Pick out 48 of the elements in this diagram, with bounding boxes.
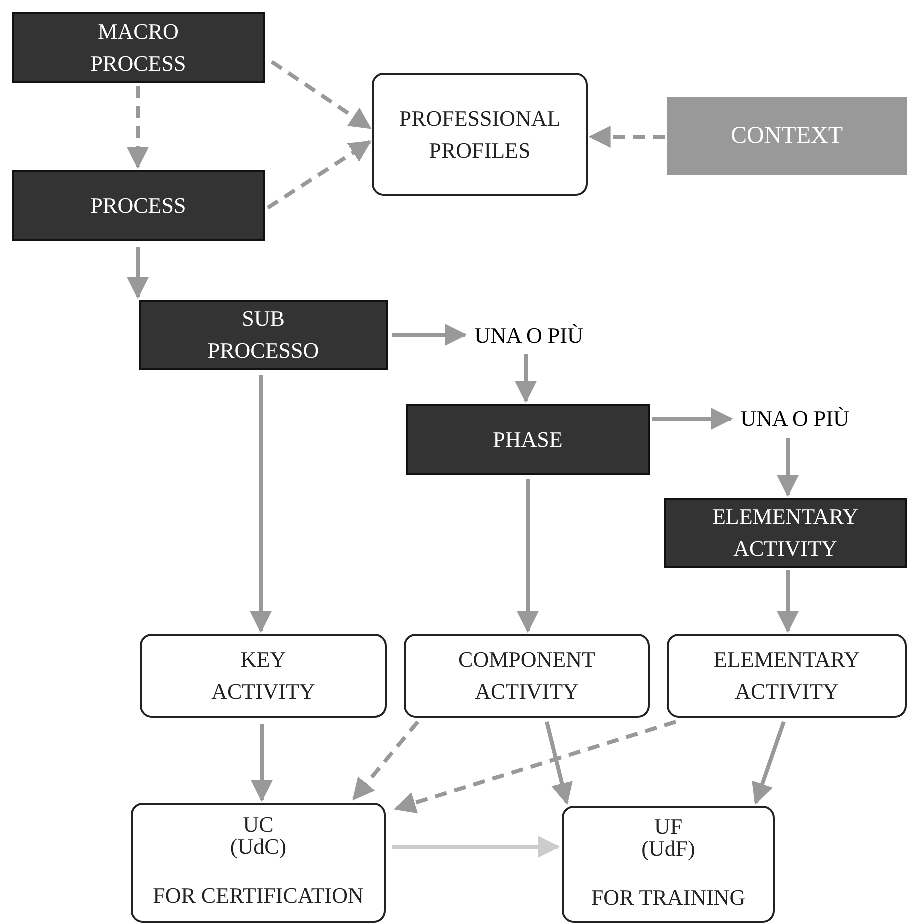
arrow xyxy=(127,86,149,170)
arrow xyxy=(394,720,677,814)
node-label: CONTEXT xyxy=(731,122,843,151)
arrow xyxy=(250,375,272,634)
arrow xyxy=(777,438,799,498)
arrow xyxy=(545,722,573,806)
node-label: SUB PROCESSO xyxy=(206,305,320,365)
node-label: UF xyxy=(654,816,683,838)
arrow xyxy=(392,324,468,346)
node-label: FOR CERTIFICATION xyxy=(153,882,364,910)
node-text: UNA O PIÙ xyxy=(467,320,591,352)
arrow xyxy=(517,479,539,634)
arrow xyxy=(515,354,537,404)
activity-box xyxy=(131,803,386,923)
arrow xyxy=(251,724,273,802)
node-text: UNA O PIÙ xyxy=(733,403,857,435)
node-label: ELEMENTARY ACTIVITY xyxy=(711,503,860,563)
process-box xyxy=(406,404,650,475)
node-label: PROCESS xyxy=(90,192,186,220)
arrow xyxy=(392,836,560,858)
process-box xyxy=(12,170,265,241)
arrow xyxy=(352,720,420,801)
activity-box xyxy=(372,73,588,196)
process-box xyxy=(664,498,907,568)
arrow xyxy=(270,60,372,130)
process-box xyxy=(139,300,388,370)
arrow xyxy=(127,247,149,300)
node-label: (UdC) xyxy=(230,836,287,858)
arrow xyxy=(652,408,734,430)
node-label: MACRO PROCESS xyxy=(90,18,188,78)
context-box xyxy=(667,97,907,175)
activity-box xyxy=(562,806,775,923)
activity-box xyxy=(404,634,650,718)
process-box xyxy=(12,12,265,83)
activity-box xyxy=(140,634,387,718)
arrow xyxy=(752,721,786,806)
node-label: (UdF) xyxy=(642,838,696,860)
node-label: PROFESSIONAL PROFILES xyxy=(398,104,562,164)
node-label: UC xyxy=(243,814,274,836)
node-label: ELEMENTARY ACTIVITY xyxy=(712,646,862,706)
node-label: COMPONENT ACTIVITY xyxy=(458,646,596,706)
arrow xyxy=(266,140,372,210)
arrow xyxy=(777,570,799,634)
activity-box xyxy=(667,634,907,718)
node-label: FOR TRAINING xyxy=(591,884,746,912)
node-label: PHASE xyxy=(493,426,563,454)
node-label: KEY ACTIVITY xyxy=(210,646,316,706)
arrow xyxy=(588,126,665,148)
